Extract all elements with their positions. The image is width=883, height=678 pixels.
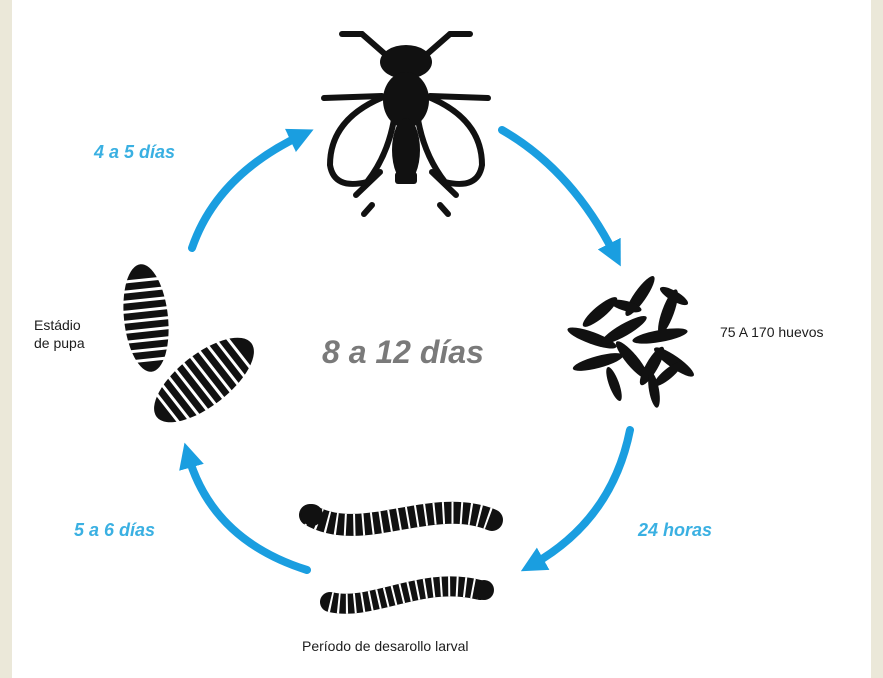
- total-cycle-duration: 8 a 12 días: [322, 334, 484, 371]
- arrow-adult-to-eggs: [502, 130, 615, 255]
- diagram-frame: 4 a 5 días 24 horas 5 a 6 días 8 a 12 dí…: [12, 0, 871, 678]
- pupae-icon: [116, 262, 268, 439]
- pupa-label-line1: Estádio: [34, 316, 85, 334]
- arrow-pupa-to-adult: [192, 135, 302, 248]
- duration-pupa-to-adult: 4 a 5 días: [94, 142, 175, 163]
- arrow-larva-to-pupa: [188, 455, 307, 570]
- pupa-label: Estádio de pupa: [34, 316, 85, 352]
- arrow-eggs-to-larva: [532, 430, 630, 565]
- duration-larva-to-pupa: 5 a 6 días: [74, 520, 155, 541]
- eggs-label: 75 A 170 huevos: [720, 323, 824, 341]
- larva-label: Período de desarollo larval: [302, 637, 469, 655]
- larvae-icon: [301, 504, 494, 604]
- fly-icon: [324, 34, 488, 214]
- pupa-label-line2: de pupa: [34, 334, 85, 352]
- eggs-icon: [566, 273, 698, 409]
- duration-eggs-to-larva: 24 horas: [638, 520, 712, 541]
